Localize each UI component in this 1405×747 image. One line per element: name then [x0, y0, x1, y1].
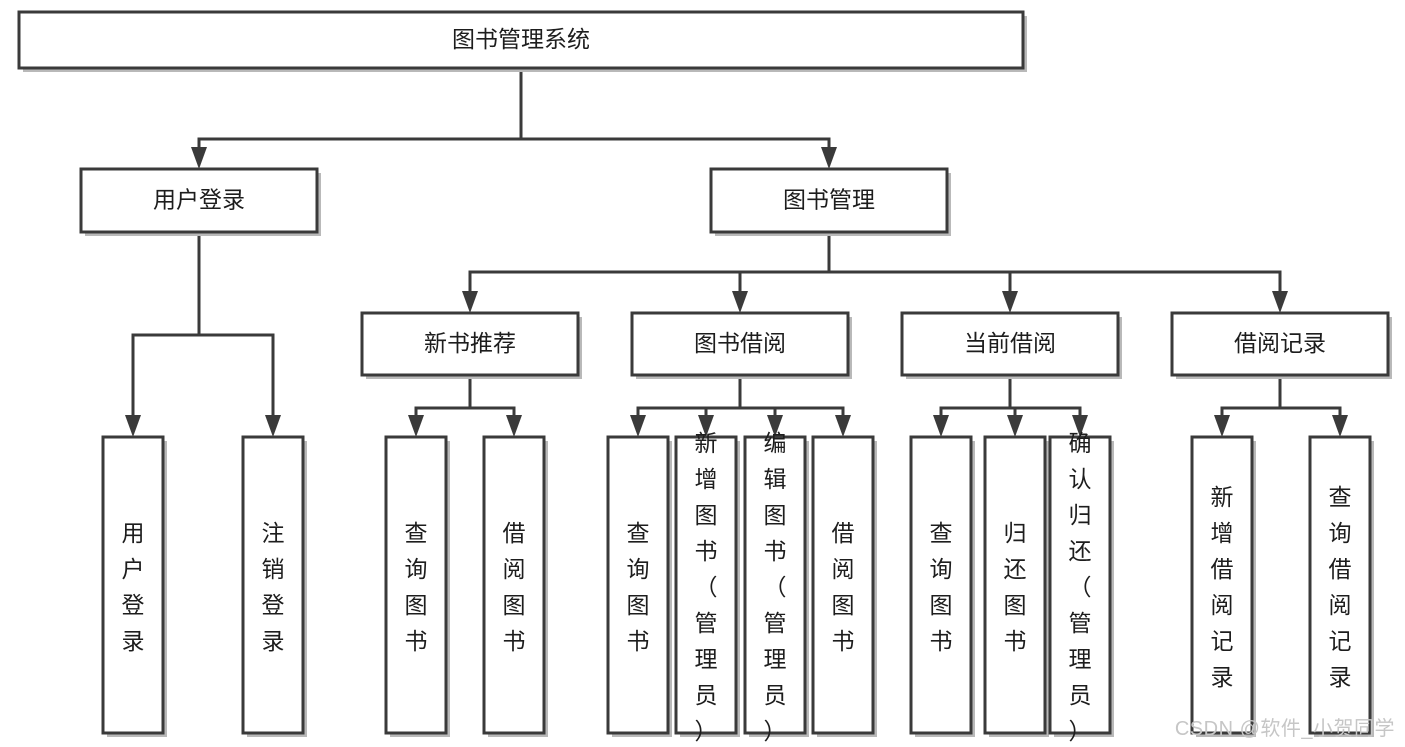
node-label: 借阅图书: [503, 520, 526, 654]
node-leaf-query-record[interactable]: 查询借阅记录: [1308, 435, 1374, 737]
arrow-head-icon: [933, 415, 949, 437]
arrow-head-icon: [767, 415, 783, 437]
node-label: 确认归还（管理员）: [1069, 430, 1092, 744]
arrow-head-icon: [732, 291, 748, 313]
node-leaf-user-login[interactable]: 用户登录: [101, 435, 167, 737]
node-leaf-query-book-3[interactable]: 查询图书: [909, 435, 975, 737]
node-box[interactable]: [241, 435, 305, 735]
node-label: 用户登录: [122, 520, 145, 654]
arrow-head-icon: [1072, 415, 1088, 437]
node-leaf-query-book-1[interactable]: 查询图书: [384, 435, 450, 737]
node-box[interactable]: [360, 311, 580, 377]
node-box[interactable]: [709, 167, 949, 234]
node-book-manage[interactable]: 图书管理: [709, 167, 951, 236]
node-box[interactable]: [101, 435, 165, 735]
node-box[interactable]: [1170, 311, 1390, 377]
arrow-head-icon: [1332, 415, 1348, 437]
node-leaf-user-logout[interactable]: 注销登录: [241, 435, 307, 737]
arrow-head-icon: [821, 147, 837, 169]
arrow-head-icon: [1002, 291, 1018, 313]
node-label: 查询图书: [405, 520, 428, 654]
node-current-loan[interactable]: 当前借阅: [900, 311, 1122, 379]
arrow-head-icon: [506, 415, 522, 437]
arrow-head-icon: [835, 415, 851, 437]
arrow-head-icon: [630, 415, 646, 437]
node-box[interactable]: [743, 435, 807, 735]
node-label: 查询借阅记录: [1329, 484, 1352, 690]
node-label: 当前借阅: [964, 330, 1056, 356]
arrow-head-icon: [1007, 415, 1023, 437]
node-leaf-add-book[interactable]: 新增图书（管理员）: [674, 430, 740, 744]
arrow-head-icon: [191, 147, 207, 169]
node-box[interactable]: [811, 435, 875, 735]
node-box[interactable]: [1048, 435, 1112, 735]
node-label: 图书借阅: [694, 330, 786, 356]
node-box[interactable]: [482, 435, 546, 735]
arrow-head-icon: [408, 415, 424, 437]
node-label: 新增借阅记录: [1211, 484, 1234, 690]
node-box[interactable]: [630, 311, 850, 377]
node-leaf-return-book[interactable]: 归还图书: [983, 435, 1049, 737]
node-label: 图书管理: [783, 187, 875, 213]
node-box[interactable]: [17, 10, 1025, 70]
node-leaf-borrow-book-2[interactable]: 借阅图书: [811, 435, 877, 737]
node-label: 查询图书: [930, 520, 953, 654]
arrow-head-icon: [1272, 291, 1288, 313]
node-label: 编辑图书（管理员）: [764, 430, 787, 744]
node-box[interactable]: [674, 435, 738, 735]
node-label: 新书推荐: [424, 330, 516, 356]
node-leaf-add-record[interactable]: 新增借阅记录: [1190, 435, 1256, 737]
node-box[interactable]: [983, 435, 1047, 735]
arrow-head-icon: [462, 291, 478, 313]
arrow-head-icon: [1214, 415, 1230, 437]
node-label: 用户登录: [153, 187, 245, 213]
node-leaf-query-book-2[interactable]: 查询图书: [606, 435, 672, 737]
node-label: 新增图书（管理员）: [695, 430, 718, 744]
node-label: 借阅记录: [1234, 330, 1326, 356]
node-leaf-borrow-book-1[interactable]: 借阅图书: [482, 435, 548, 737]
arrow-head-icon: [698, 415, 714, 437]
node-label: 归还图书: [1004, 520, 1027, 654]
node-leaf-edit-book[interactable]: 编辑图书（管理员）: [743, 430, 809, 744]
node-box[interactable]: [909, 435, 973, 735]
node-leaf-confirm-return[interactable]: 确认归还（管理员）: [1048, 430, 1114, 744]
node-box[interactable]: [79, 167, 319, 234]
node-layer: 图书管理系统用户登录图书管理新书推荐图书借阅当前借阅借阅记录用户登录注销登录查询…: [17, 10, 1392, 744]
connector-layer: [125, 66, 1348, 437]
arrow-head-icon: [125, 415, 141, 437]
node-loan-record[interactable]: 借阅记录: [1170, 311, 1392, 379]
node-book-borrow[interactable]: 图书借阅: [630, 311, 852, 379]
node-label: 查询图书: [627, 520, 650, 654]
arrow-head-icon: [265, 415, 281, 437]
node-root-图书管理系统[interactable]: 图书管理系统: [17, 10, 1027, 72]
node-label: 借阅图书: [832, 520, 855, 654]
node-label: 图书管理系统: [452, 26, 590, 52]
node-box[interactable]: [384, 435, 448, 735]
node-box[interactable]: [606, 435, 670, 735]
node-label: 注销登录: [262, 520, 285, 654]
node-user-login[interactable]: 用户登录: [79, 167, 321, 236]
node-box[interactable]: [1308, 435, 1372, 735]
node-new-book-rec[interactable]: 新书推荐: [360, 311, 582, 379]
node-box[interactable]: [900, 311, 1120, 377]
node-box[interactable]: [1190, 435, 1254, 735]
